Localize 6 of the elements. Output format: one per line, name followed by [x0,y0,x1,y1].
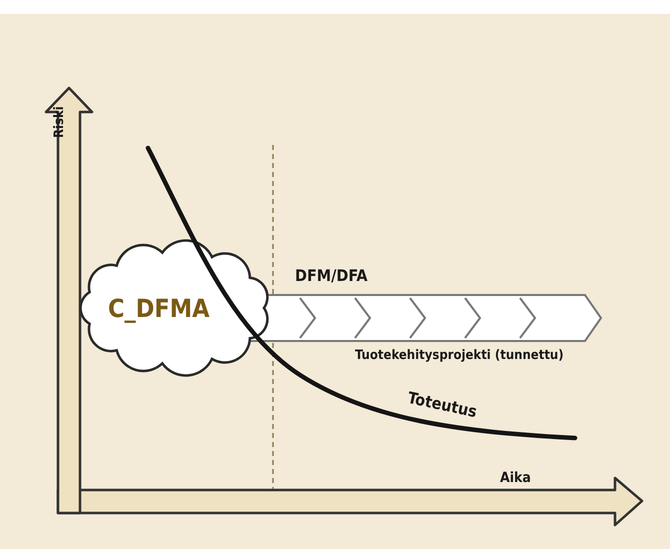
cloud-label: C_DFMA [108,294,210,323]
band-caption: Tuotekehitysprojekti (tunnettu) [355,348,564,363]
axis-label: Riski [52,106,67,138]
band-label: DFM/DFA [295,266,368,285]
curve-label: Toteutus [406,388,479,422]
axis-label: Aika [500,470,531,486]
